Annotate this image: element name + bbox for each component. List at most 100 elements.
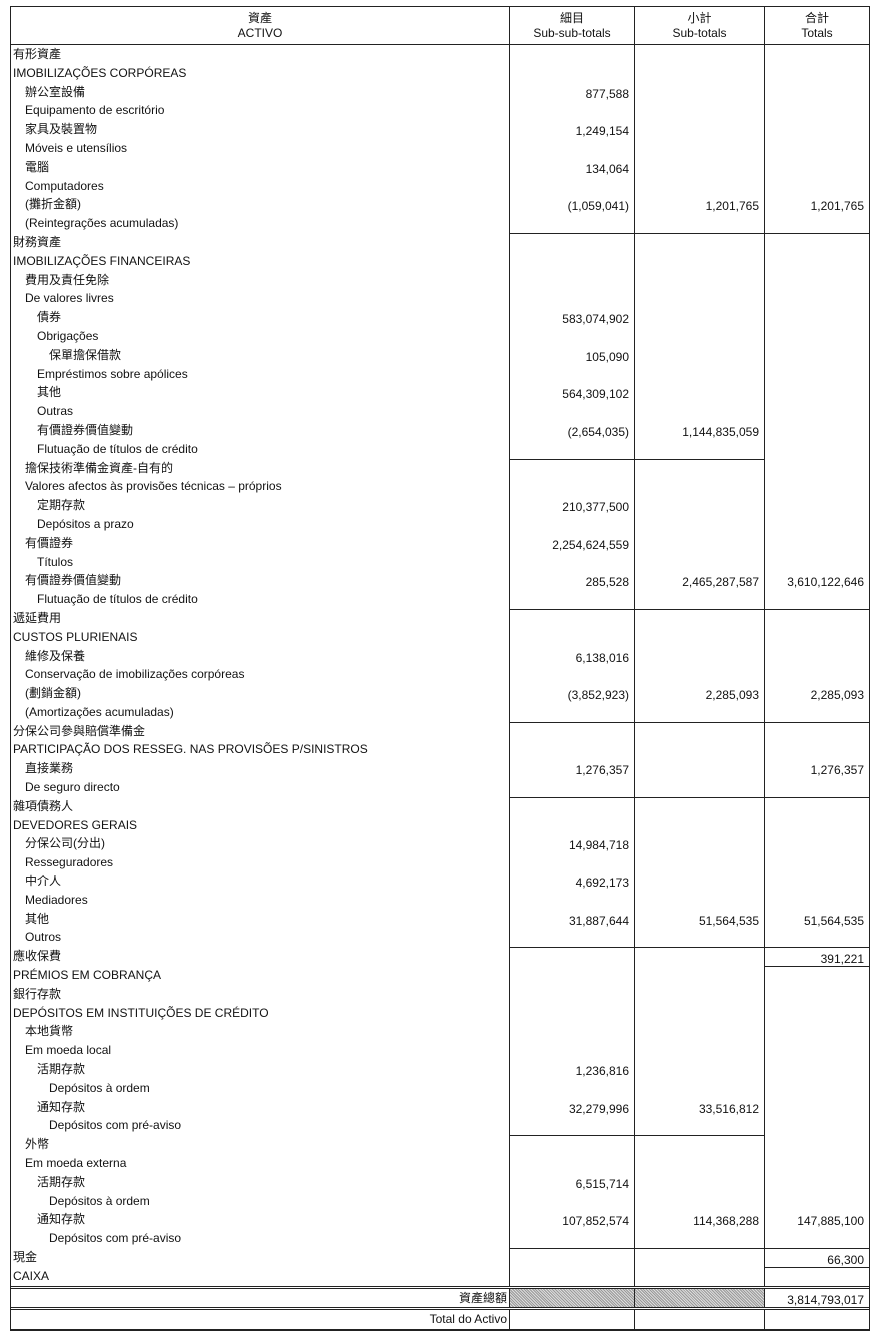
row-label: DEVEDORES GERAIS bbox=[11, 815, 510, 835]
row-label: 應收保費 bbox=[11, 947, 510, 967]
empty-cell bbox=[635, 458, 765, 478]
row-label: De seguro directo bbox=[11, 778, 510, 797]
empty-cell bbox=[510, 665, 635, 685]
empty-cell bbox=[765, 553, 869, 572]
table-row: 分保公司參與賠償準備金 bbox=[11, 721, 869, 741]
table-row: Computadores bbox=[11, 176, 869, 196]
empty-cell bbox=[765, 120, 869, 139]
row-label: Obrigações bbox=[11, 326, 510, 346]
empty-cell bbox=[635, 947, 765, 967]
empty-cell bbox=[635, 251, 765, 271]
empty-cell bbox=[765, 1041, 869, 1060]
empty-cell bbox=[510, 1191, 635, 1211]
empty-cell bbox=[510, 1229, 635, 1248]
row-label: Resseguradores bbox=[11, 853, 510, 873]
empty-cell bbox=[510, 627, 635, 647]
sub-total-value: 2,465,287,587 bbox=[635, 571, 765, 591]
empty-cell bbox=[635, 1116, 765, 1136]
sub-sub-total-value: 285,528 bbox=[510, 571, 635, 591]
row-label: Em moeda local bbox=[11, 1041, 510, 1061]
empty-cell bbox=[510, 815, 635, 835]
row-label: Depósitos com pré-aviso bbox=[11, 1229, 510, 1248]
empty-cell bbox=[510, 721, 635, 741]
sub-sub-total-value: 6,515,714 bbox=[510, 1172, 635, 1192]
total-value: 1,201,765 bbox=[810, 199, 864, 214]
empty-cell bbox=[765, 721, 869, 741]
table-header: 資產 ACTIVO 細目 Sub-sub-totals 小計 Sub-total… bbox=[11, 7, 869, 45]
row-label: Outros bbox=[11, 928, 510, 948]
empty-cell bbox=[510, 1003, 635, 1023]
total-value: 3,814,793,017 bbox=[787, 1292, 864, 1307]
empty-cell bbox=[765, 985, 869, 1004]
empty-cell bbox=[510, 984, 635, 1004]
row-label: 有價證券 bbox=[11, 533, 510, 553]
sub-sub-total-value: 134,064 bbox=[510, 157, 635, 177]
empty-cell bbox=[635, 82, 765, 102]
table-row: Depósitos com pré-aviso bbox=[11, 1116, 869, 1136]
empty-cell bbox=[765, 928, 869, 947]
header-sub-totals: 小計 Sub-totals bbox=[635, 7, 765, 44]
empty-cell bbox=[765, 853, 869, 872]
table-row: CAIXA bbox=[11, 1266, 869, 1286]
header-col2-pt: Sub-sub-totals bbox=[533, 25, 611, 40]
empty-cell bbox=[765, 966, 869, 985]
empty-cell bbox=[765, 628, 869, 647]
row-label: Flutuação de títulos de crédito bbox=[11, 590, 510, 609]
sub-sub-total-value: 1,249,154 bbox=[510, 120, 635, 139]
empty-cell bbox=[635, 702, 765, 722]
table-row: PRÉMIOS EM COBRANÇA bbox=[11, 966, 869, 985]
row-label: 保單擔保借款 bbox=[11, 345, 510, 365]
row-label: 有價證券價值變動 bbox=[11, 420, 510, 440]
sub-sub-total-value: (2,654,035) bbox=[510, 420, 635, 440]
table-row: 外幣 bbox=[11, 1135, 869, 1155]
total-row-pt: Total do Activo bbox=[11, 1307, 869, 1330]
empty-cell bbox=[510, 1154, 635, 1173]
empty-cell bbox=[635, 308, 765, 327]
empty-cell bbox=[765, 214, 869, 233]
empty-cell bbox=[510, 326, 635, 346]
row-label: 中介人 bbox=[11, 872, 510, 891]
empty-cell bbox=[765, 327, 869, 346]
header-sub-sub-totals: 細目 Sub-sub-totals bbox=[510, 7, 635, 44]
empty-cell bbox=[635, 214, 765, 233]
empty-cell bbox=[635, 477, 765, 497]
empty-cell bbox=[635, 1248, 765, 1267]
empty-cell bbox=[510, 1078, 635, 1098]
empty-cell bbox=[635, 533, 765, 553]
empty-cell bbox=[635, 1135, 765, 1155]
empty-cell bbox=[635, 1266, 765, 1286]
empty-cell bbox=[510, 45, 635, 64]
empty-cell bbox=[765, 1098, 869, 1117]
empty-cell bbox=[765, 177, 869, 196]
empty-cell bbox=[635, 176, 765, 196]
row-label: Equipamento de escritório bbox=[11, 101, 510, 121]
empty-cell bbox=[510, 1248, 635, 1267]
header-totals: 合計 Totals bbox=[765, 7, 869, 44]
row-label: 本地貨幣 bbox=[11, 1022, 510, 1042]
row-label: (Reintegrações acumuladas) bbox=[11, 214, 510, 233]
row-label: 活期存款 bbox=[11, 1172, 510, 1192]
table-row: Equipamento de escritório bbox=[11, 101, 869, 121]
empty-cell bbox=[635, 796, 765, 816]
empty-cell bbox=[765, 1192, 869, 1211]
row-label: CUSTOS PLURIENAIS bbox=[11, 627, 510, 647]
table-row: Depósitos com pré-aviso bbox=[11, 1229, 869, 1248]
table-row: Depósitos à ordem bbox=[11, 1078, 869, 1098]
row-label: 其他 bbox=[11, 383, 510, 403]
empty-cell bbox=[635, 345, 765, 365]
row-label: IMOBILIZAÇÕES CORPÓREAS bbox=[11, 63, 510, 83]
empty-cell bbox=[510, 966, 635, 985]
empty-cell bbox=[765, 365, 869, 384]
empty-cell bbox=[635, 1022, 765, 1042]
empty-cell bbox=[635, 627, 765, 647]
row-label: 雜項債務人 bbox=[11, 796, 510, 816]
empty-cell bbox=[765, 1079, 869, 1098]
empty-cell bbox=[765, 1154, 869, 1173]
empty-cell bbox=[765, 1229, 869, 1248]
total-row-zh: 資產總額 3,814,793,017 bbox=[11, 1285, 869, 1308]
